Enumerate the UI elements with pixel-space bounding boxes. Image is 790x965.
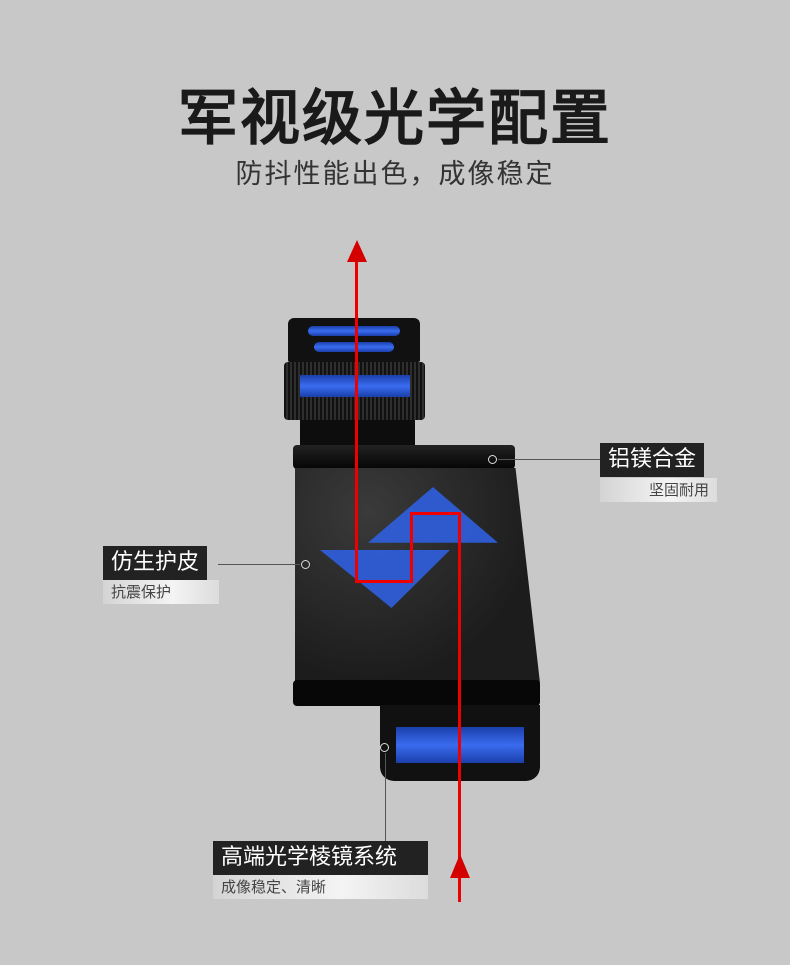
callout-leader-line — [218, 564, 300, 565]
callout-subtitle-prism: 成像稳定、清晰 — [213, 875, 428, 899]
eyepiece-cap — [288, 318, 420, 362]
callout-title-prism: 高端光学棱镜系统 — [213, 841, 428, 875]
page-title: 军视级光学配置 — [178, 84, 612, 154]
callout-subtitle-alloy: 坚固耐用 — [600, 478, 717, 502]
arrow-up-icon — [347, 240, 367, 262]
light-path — [410, 512, 460, 515]
body-top-ring — [293, 445, 515, 469]
light-path — [355, 258, 358, 583]
callout-title-alloy: 铝镁合金 — [600, 443, 705, 477]
callout-dot — [488, 455, 497, 464]
callout-leader-line — [498, 459, 600, 460]
eyepiece-blue-ring — [308, 326, 400, 336]
callout-leader-line — [385, 753, 386, 841]
light-path — [355, 580, 413, 583]
body-base-ring — [293, 680, 540, 706]
callout-subtitle-skin: 抗震保护 — [103, 580, 219, 604]
callout-dot — [301, 560, 310, 569]
light-path — [458, 512, 461, 902]
eyepiece-blue-ring — [314, 342, 394, 352]
page-subtitle: 防抖性能出色，成像稳定 — [235, 159, 555, 190]
light-path — [410, 512, 413, 583]
callout-title-skin: 仿生护皮 — [103, 546, 208, 580]
callout-dot — [380, 743, 389, 752]
arrow-up-icon — [450, 854, 470, 878]
